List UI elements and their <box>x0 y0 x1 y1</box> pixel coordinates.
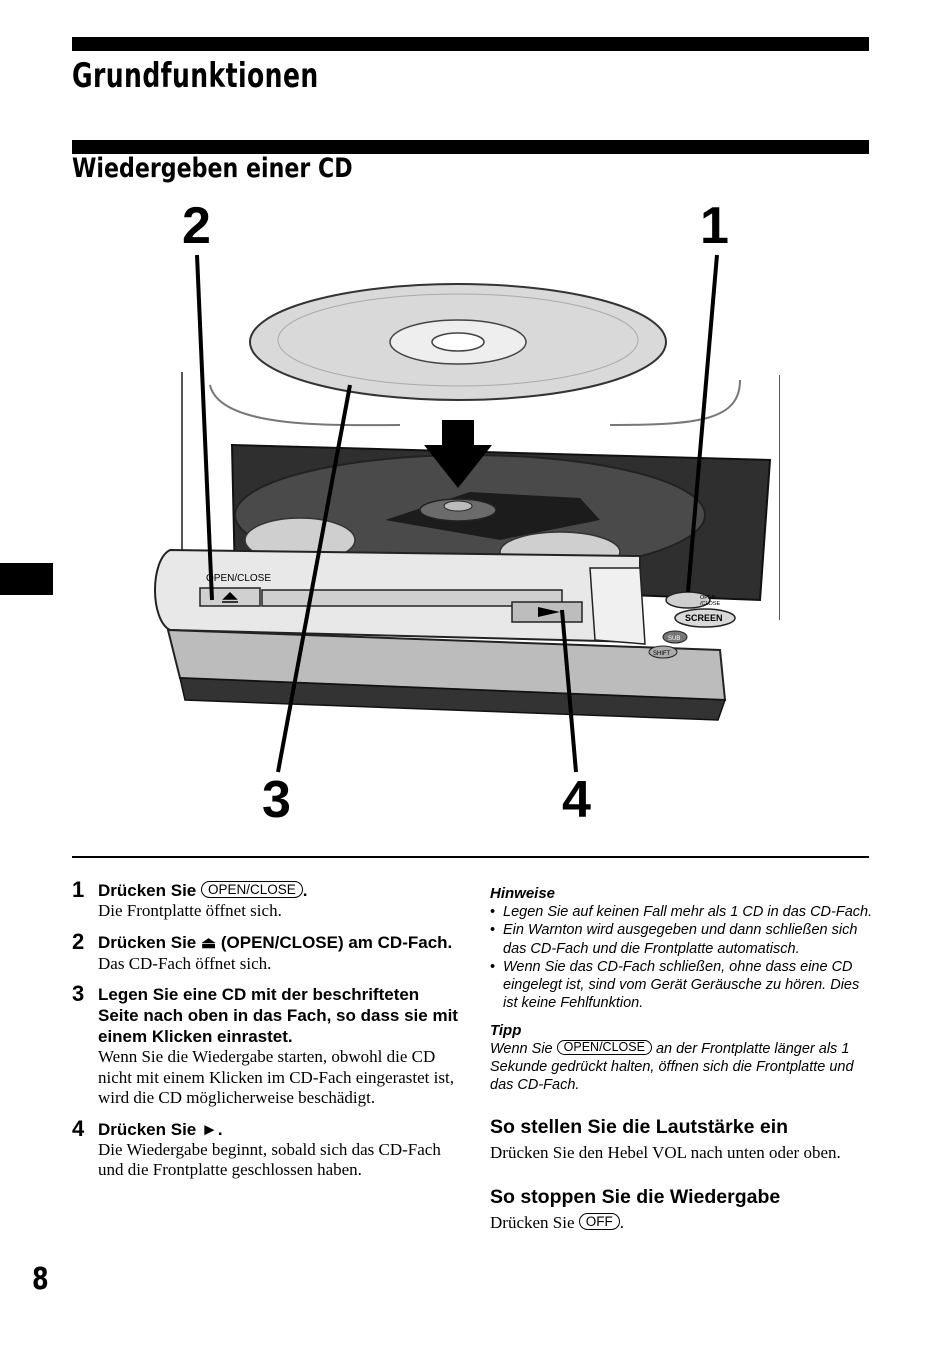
play-icon: ► <box>201 1119 218 1139</box>
notes-list: Legen Sie auf keinen Fall mehr als 1 CD … <box>490 903 875 1013</box>
volume-heading: So stellen Sie die Lautstärke ein <box>490 1115 789 1138</box>
sub-label: SUB <box>668 636 680 642</box>
shift-label: SHIFT <box>653 651 671 657</box>
step-title: Drücken Sie OPEN/CLOSE. <box>98 881 308 900</box>
off-button-label: OFF <box>578 1212 620 1230</box>
note-item: Legen Sie auf keinen Fall mehr als 1 CD … <box>490 903 875 922</box>
eject-icon: ⏏ <box>201 934 217 952</box>
step-3: 3 Legen Sie eine CD mit der beschriftete… <box>72 981 462 1109</box>
step-1: 1 Drücken Sie OPEN/CLOSE. Die Frontplatt… <box>72 877 462 922</box>
step-number: 1 <box>72 877 85 902</box>
note-item: Wenn Sie das CD-Fach schließen, ohne das… <box>490 958 875 1013</box>
divider-rule <box>72 856 869 858</box>
screen-label: SCREEN <box>685 613 723 623</box>
step-2: 2 Drücken Sie ⏏ (OPEN/CLOSE) am CD-Fach.… <box>72 928 462 975</box>
callout-2: 2 <box>182 197 211 255</box>
step-title: Drücken Sie ⏏ (OPEN/CLOSE) am CD-Fach. <box>98 932 453 952</box>
volume-text: Drücken Sie den Hebel VOL nach unten ode… <box>490 1142 841 1162</box>
close-label-small: /CLOSE <box>700 601 721 607</box>
callout-4: 4 <box>562 771 591 829</box>
notes-heading: Hinweise <box>490 885 556 902</box>
stop-heading: So stoppen Sie die Wiedergabe <box>490 1185 781 1208</box>
page-title: Grundfunktionen <box>72 56 319 96</box>
step-body: Das CD-Fach öffnet sich. <box>98 953 272 973</box>
tip-heading: Tipp <box>490 1021 522 1039</box>
step-body: Die Frontplatte öffnet sich. <box>98 901 282 920</box>
section-rule <box>72 140 869 154</box>
open-close-button-label: OPEN/CLOSE <box>201 881 303 898</box>
steps-column: 1 Drücken Sie OPEN/CLOSE. Die Frontplatt… <box>72 877 462 1191</box>
step-body: Wenn Sie die Wiedergabe starten, obwohl … <box>98 1047 454 1107</box>
step-title: Legen Sie eine CD mit der beschrifteten … <box>98 985 458 1046</box>
callout-1: 1 <box>700 197 729 255</box>
note-item: Ein Warnton wird ausgegeben und dann sch… <box>490 921 875 958</box>
stop-text: Drücken Sie OFF. <box>490 1212 625 1232</box>
open-close-button-label: OPEN/CLOSE <box>556 1039 652 1055</box>
callout-3: 3 <box>262 771 291 829</box>
step-number: 4 <box>72 1115 85 1141</box>
step-title: Drücken Sie ►. <box>98 1119 223 1139</box>
cd-player-illustration: OPEN/CLOSE OPEN /CLOSE SCREEN SUB SHIFT … <box>140 197 781 840</box>
page-number: 8 <box>32 1262 49 1297</box>
notes-column: Hinweise Legen Sie auf keinen Fall mehr … <box>490 884 875 1233</box>
step-number: 3 <box>72 981 85 1006</box>
step-body: Die Wiedergabe beginnt, sobald sich das … <box>98 1139 441 1180</box>
section-title: Wiedergeben einer CD <box>72 153 353 184</box>
chapter-tab <box>0 563 53 595</box>
cd-player-drawing: OPEN/CLOSE OPEN /CLOSE SCREEN SUB SHIFT <box>154 254 781 773</box>
tip-text: Wenn Sie OPEN/CLOSE an der Frontplatte l… <box>490 1039 854 1094</box>
step-4: 4 Drücken Sie ►. Die Wiedergabe beginnt,… <box>72 1115 462 1181</box>
open-close-label: OPEN/CLOSE <box>206 573 271 584</box>
step-number: 2 <box>72 928 85 954</box>
open-label-small: OPEN <box>700 595 716 601</box>
header-rule-top <box>72 37 869 51</box>
